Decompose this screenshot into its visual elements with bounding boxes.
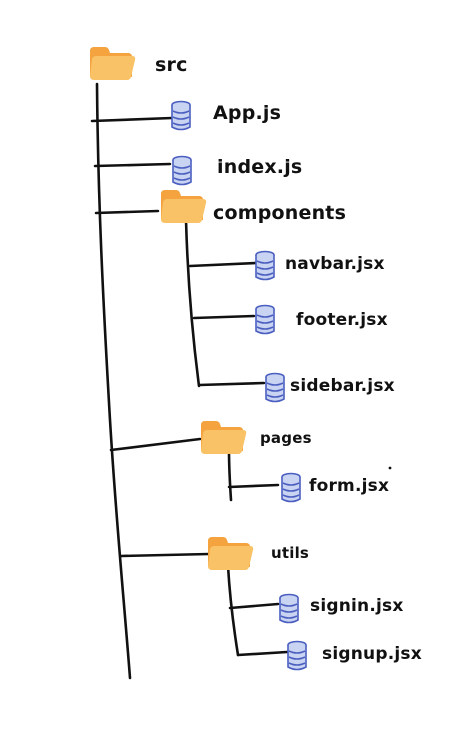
file-stack-icon xyxy=(255,304,275,335)
file-stack-icon xyxy=(172,155,192,186)
folder-label-pages: pages xyxy=(260,429,312,447)
file-stack-icon xyxy=(265,372,285,403)
branch-utils xyxy=(119,552,211,558)
folder-icon xyxy=(208,537,254,570)
root-folder-label: src xyxy=(155,54,188,76)
file-label-index: index.js xyxy=(217,156,303,178)
folder-icon xyxy=(201,421,247,454)
file-stack-icon xyxy=(287,640,307,671)
branch-signup xyxy=(236,650,289,657)
file-label-navbar: navbar.jsx xyxy=(285,254,385,274)
trunk-line xyxy=(95,82,132,680)
utils-trunk xyxy=(226,564,240,657)
connector-lines xyxy=(90,82,289,680)
file-stack-icon xyxy=(171,100,191,131)
branch-navbar xyxy=(188,261,258,268)
branch-footer xyxy=(192,314,256,320)
file-stack-icon xyxy=(255,250,275,281)
folder-icon xyxy=(161,190,207,223)
components-trunk xyxy=(184,218,201,388)
branch-index xyxy=(93,162,172,168)
file-label-footer: footer.jsx xyxy=(296,310,388,330)
file-stack-icon xyxy=(279,593,299,624)
file-label-form: form.jsx xyxy=(309,476,390,496)
branch-form xyxy=(227,483,280,489)
pages-trunk xyxy=(227,448,233,502)
file-label-app: App.js xyxy=(213,102,282,124)
folder-label-utils: utils xyxy=(271,544,310,562)
branch-app xyxy=(90,116,174,123)
branch-sidebar xyxy=(197,381,266,387)
folder-label-components: components xyxy=(213,202,347,224)
file-label-signup: signup.jsx xyxy=(322,644,422,664)
file-label-signin: signin.jsx xyxy=(310,596,404,616)
folder-icon xyxy=(90,47,136,80)
file-label-sidebar: sidebar.jsx xyxy=(290,376,395,396)
branch-signin xyxy=(228,602,280,610)
branch-pages xyxy=(109,437,202,452)
branch-components xyxy=(94,209,160,215)
file-stack-icon xyxy=(281,472,301,503)
stray-mark xyxy=(388,466,392,470)
